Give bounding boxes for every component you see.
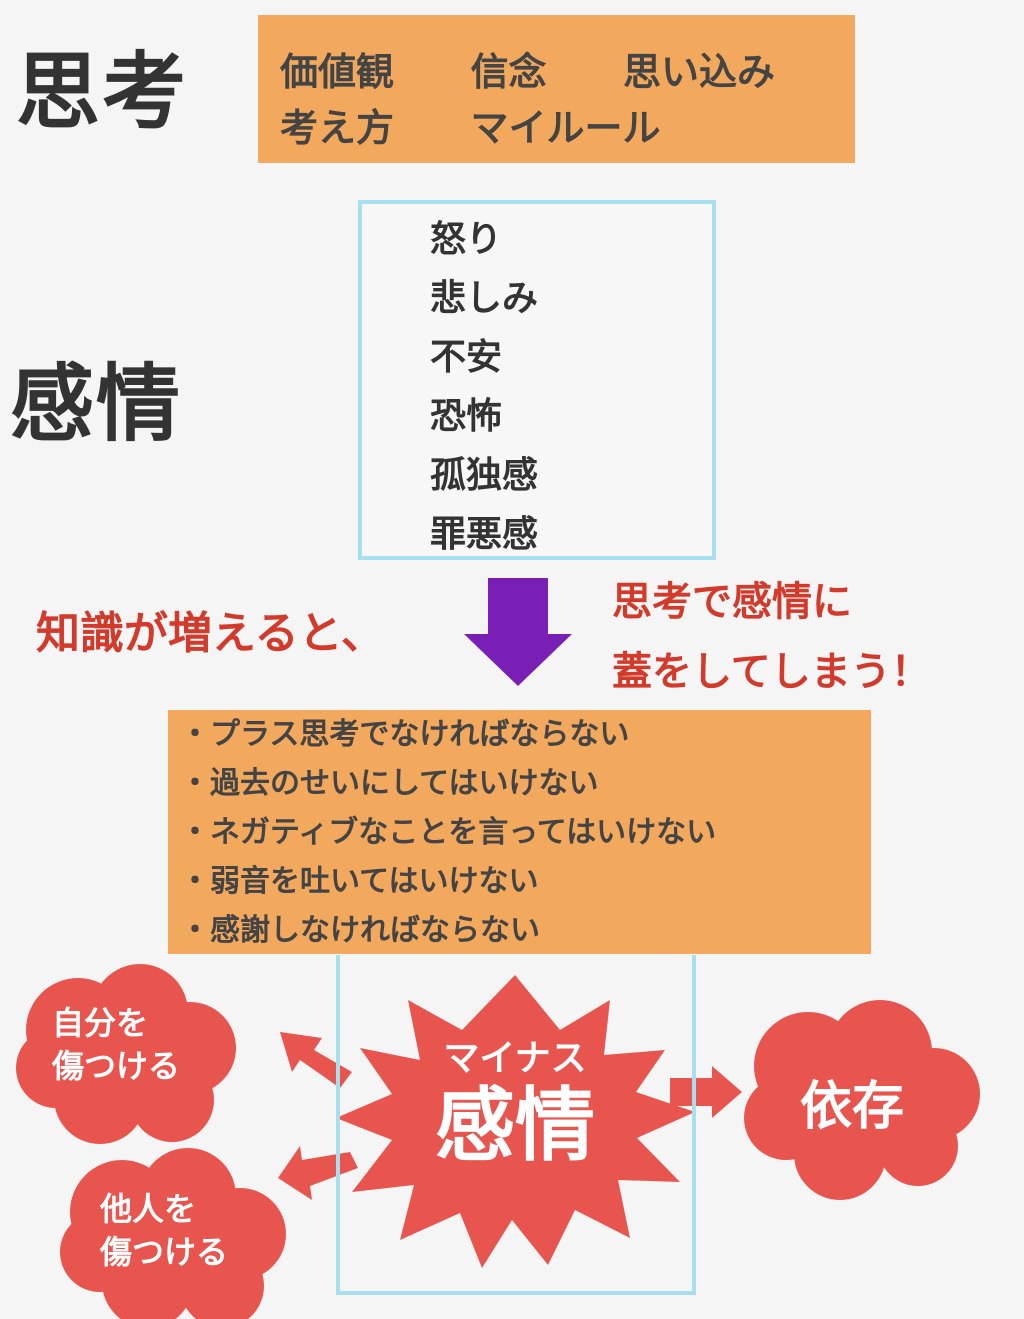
cloud-self-line-1: 自分を bbox=[52, 1004, 149, 1042]
arrow-to-self-icon bbox=[280, 1032, 352, 1088]
cloud-others-line-2: 傷つける bbox=[100, 1233, 229, 1272]
cloud-dependence-text: 依存 bbox=[800, 1077, 905, 1137]
thought-box: 価値観 信念 思い込み 考え方 マイルール bbox=[258, 15, 855, 163]
thought-row-2: 考え方 マイルール bbox=[280, 97, 661, 152]
cloud-dependence bbox=[744, 1000, 980, 1200]
cloud-self-line-2: 傷つける bbox=[52, 1047, 181, 1086]
emotion-guilt: 罪悪感 bbox=[430, 514, 539, 555]
arrow-to-dependence-icon bbox=[670, 1066, 742, 1118]
emotion-anger: 怒り bbox=[430, 219, 503, 260]
suppress-line-1: 思考で感情に bbox=[612, 578, 852, 625]
emotion-list-box: 怒り 悲しみ 不安 恐怖 孤独感 罪悪感 bbox=[358, 200, 716, 560]
rules-box: ・プラス思考でなければならない ・過去のせいにしてはいけない ・ネガティブなこと… bbox=[168, 710, 871, 954]
cloud-hurt-others bbox=[60, 1148, 286, 1319]
emotion-label: 感情 bbox=[10, 355, 183, 453]
thought-item-beliefs: 信念 bbox=[470, 50, 547, 94]
down-arrow-icon bbox=[464, 578, 572, 686]
knowledge-increase-text: 知識が増えると、 bbox=[36, 608, 385, 659]
burst-line-minus: マイナス bbox=[443, 1038, 587, 1079]
cloud-others-line-1: 他人を bbox=[100, 1190, 197, 1228]
rule-item: ・ネガティブなことを言ってはいけない bbox=[180, 815, 717, 850]
light-blue-frame bbox=[336, 955, 696, 1295]
emotion-loneliness: 孤独感 bbox=[430, 455, 539, 496]
cloud-others-text: 他人を 傷つける bbox=[100, 1188, 228, 1274]
cloud-self-text: 自分を 傷つける bbox=[52, 1002, 180, 1088]
suppress-line-2: 蓋をしてしまう！ bbox=[612, 648, 931, 695]
emotion-sadness: 悲しみ bbox=[430, 278, 539, 319]
burst-line-emotion: 感情 bbox=[435, 1078, 595, 1172]
thought-item-assumptions: 思い込み bbox=[622, 50, 775, 94]
thought-label: 思考 bbox=[16, 43, 189, 141]
cloud-hurt-self bbox=[16, 964, 236, 1144]
emotion-fear: 恐怖 bbox=[430, 396, 503, 437]
thought-item-my-rules: マイルール bbox=[470, 106, 661, 150]
burst-text: マイナス 感情 bbox=[410, 1035, 620, 1168]
rule-item: ・感謝しなければならない bbox=[180, 913, 540, 948]
thought-item-way-of-thinking: 考え方 bbox=[280, 106, 395, 150]
starburst-shape bbox=[336, 975, 695, 1268]
thought-item-values: 価値観 bbox=[280, 50, 395, 94]
thought-row-1: 価値観 信念 思い込み bbox=[280, 41, 775, 96]
rule-item: ・プラス思考でなければならない bbox=[180, 717, 630, 752]
rule-item: ・弱音を吐いてはいけない bbox=[180, 864, 539, 899]
rule-item: ・過去のせいにしてはいけない bbox=[180, 766, 599, 801]
emotion-anxiety: 不安 bbox=[430, 337, 503, 378]
